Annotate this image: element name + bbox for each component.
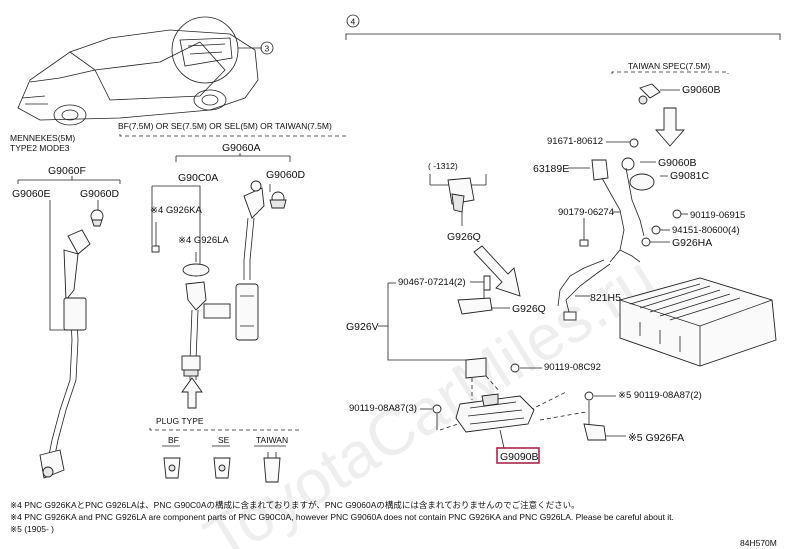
label-g9060e: G9060E xyxy=(12,188,51,200)
label-63189e: 63189E xyxy=(533,163,569,175)
label-g926q-top: G926Q xyxy=(447,231,481,243)
heading-plug-type: PLUG TYPE xyxy=(156,416,204,426)
plug-label-taiwan: TAIWAN xyxy=(256,435,288,445)
label-g926ka: ※4 G926KA xyxy=(150,205,202,216)
heading-type2: TYPE2 MODE3 xyxy=(10,143,70,153)
mennekes-cable-group: MENNEKES(5M) TYPE2 MODE3 G9060F G9060E G… xyxy=(10,133,121,479)
section-4-group: 4 TAIWAN SPEC(7.5M) G9060B 91671-80612 6… xyxy=(345,14,781,464)
callout-3: 3 xyxy=(265,44,270,54)
label-90467: 90467-07214(2) xyxy=(398,277,466,288)
label-90179: 90179-06274 xyxy=(558,207,614,218)
label-g9081c: G9081C xyxy=(670,170,710,182)
label-g9060d-left: G9060D xyxy=(80,188,120,200)
label-g926la: ※4 G926LA xyxy=(178,235,229,246)
label-g9060f: G9060F xyxy=(48,165,86,177)
label-g9090b[interactable]: G9090B xyxy=(500,451,539,463)
label-90119-06915: 90119-06915 xyxy=(690,210,745,221)
label-91671: 91671-80612 xyxy=(547,136,603,147)
callout-4: 4 xyxy=(351,17,356,27)
label-g9060a: G9060A xyxy=(222,142,261,154)
note-5: ※5 (1905- ) xyxy=(10,524,54,534)
heading-taiwan-spec: TAIWAN SPEC(7.5M) xyxy=(628,61,710,71)
plug-label-bf: BF xyxy=(168,435,179,445)
car-illustration: 3 xyxy=(17,16,274,126)
plug-type-group: PLUG TYPE BF SE TAIWAN xyxy=(149,416,301,483)
plug-label-se: SE xyxy=(218,435,230,445)
label-g90c0a: G90C0A xyxy=(178,172,218,184)
heading-mennekes: MENNEKES(5M) xyxy=(10,133,75,143)
label-94151: 94151-80600(4) xyxy=(672,225,740,236)
notes: ※4 PNC G926KAとPNC G926LAは、PNC G90C0Aの構成に… xyxy=(10,500,777,548)
note-english: ※4 PNC G926KA and PNC G926LA are compone… xyxy=(10,512,674,522)
label-90119-08a87-right: ※5 90119-08A87(2) xyxy=(618,390,702,401)
label-g9060b-top: G9060B xyxy=(682,84,721,96)
figure-code: 84H570M xyxy=(740,538,777,548)
heading-bf-se: BF(7.5M) OR SE(7.5M) OR SEL(5M) OR TAIWA… xyxy=(118,121,332,131)
label-g926fa: ※5 G926FA xyxy=(628,432,684,444)
label-90119-08c92: 90119-08C92 xyxy=(544,362,601,373)
label-g926q-mid: G926Q xyxy=(512,303,546,315)
label-bracket-date: ( -1312) xyxy=(428,161,458,171)
label-g9060b-mid: G9060B xyxy=(658,157,697,169)
label-90119-08a87-left: 90119-08A87(3) xyxy=(349,403,417,414)
label-g926v: G926V xyxy=(346,321,379,333)
highlight-g9090b[interactable] xyxy=(496,447,540,464)
bf-cable-group: BF(7.5M) OR SE(7.5M) OR SEL(5M) OR TAIWA… xyxy=(118,121,347,409)
label-g9060d-mid: G9060D xyxy=(266,169,306,181)
note-japanese: ※4 PNC G926KAとPNC G926LAは、PNC G90C0Aの構成に… xyxy=(10,500,580,510)
label-821h5: 821H5 xyxy=(590,292,621,304)
label-g926ha: G926HA xyxy=(672,237,712,249)
